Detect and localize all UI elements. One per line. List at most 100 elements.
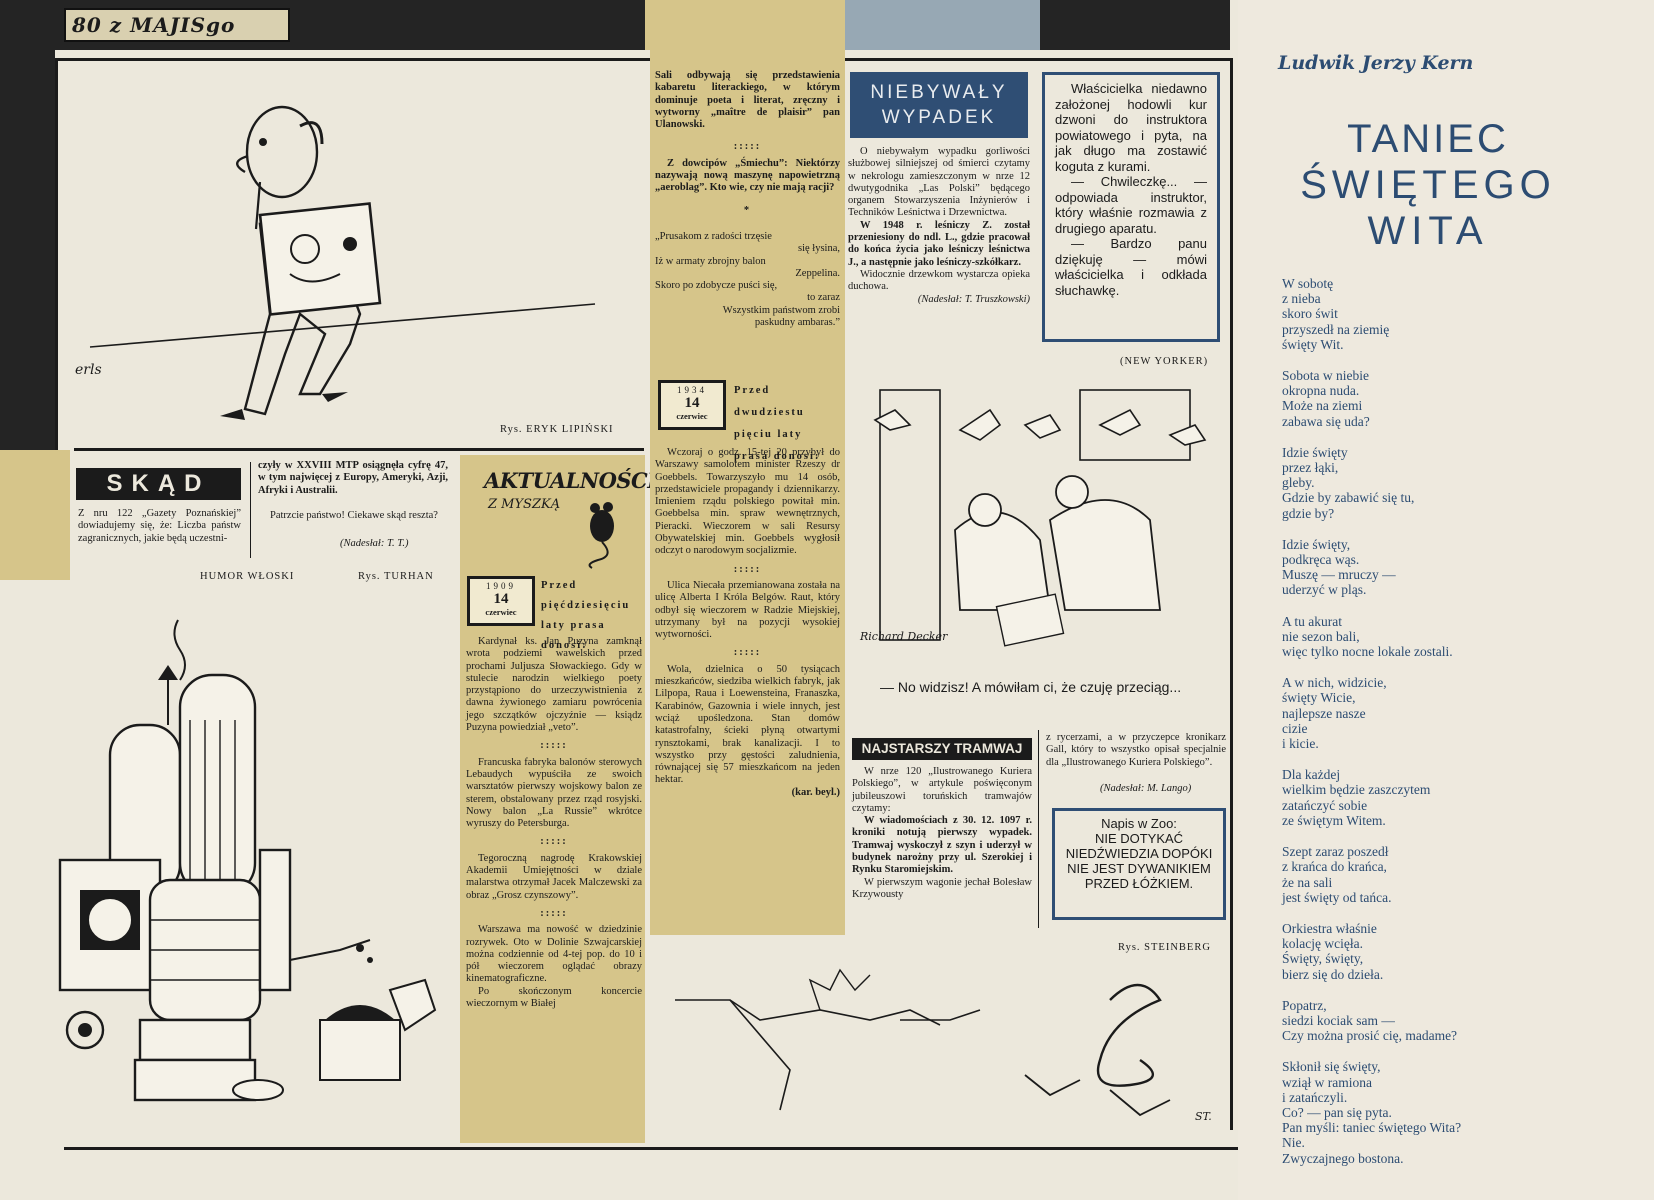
skad-col1: Z nru 122 „Gazety Poznańskiej” dowiaduje… — [78, 508, 241, 544]
niebywaly-title-2: WYPADEK — [881, 107, 997, 128]
poem-line: Co? — pan się pyta. — [1282, 1104, 1392, 1120]
poem-line: bierz się do dzieła. — [1282, 966, 1384, 982]
poem-line: Popatrz, — [1282, 997, 1327, 1013]
date-box-1934: 1934 14 czerwiec — [658, 380, 726, 430]
wlascicielka-box: Właścicielka niedawno założonej hodowli … — [1042, 72, 1220, 342]
poem-line: W sobotę — [1282, 276, 1334, 291]
col3-poem-line: się łysina, — [798, 243, 840, 255]
date1-month: czerwiec — [485, 607, 517, 617]
skad-credit: (Nadesłał: T. T.) — [340, 538, 409, 549]
poem-line: że na sali — [1282, 874, 1333, 890]
col3-sep2: ::::: — [733, 563, 762, 575]
cartoon1-bottom-line — [74, 448, 644, 451]
tramwaj-p2: W wiadomościach z 30. 12. 1097 r. kronik… — [852, 815, 1032, 876]
left-dark-strip — [0, 50, 55, 450]
poem-line: gleby. — [1282, 475, 1315, 491]
poem-stanza: Idzie święty,podkręca wąs.Muszę — mruczy… — [1282, 537, 1612, 598]
skad-col2a: czyły w XXVIII MTP osiągnęła cyfrę 47, w… — [258, 460, 448, 496]
akt-p3: Tegoroczną nagrodę Krakowskiej Akademii … — [466, 852, 642, 901]
poem-line: Sobota w niebie — [1282, 368, 1369, 384]
date2-year: 1934 — [677, 385, 707, 395]
frame-bottom-line — [64, 1147, 1238, 1150]
col3-poem-line: paskudny ambaras.” — [754, 317, 840, 329]
aktualnosci-subtitle: Z MYSZKĄ — [488, 497, 561, 512]
poem-line: Dla każdej — [1282, 767, 1341, 783]
col3-poem-line: Wszystkim państwom zrobi — [722, 304, 840, 316]
masthead-logo: 80 z MAJISgo — [64, 8, 290, 42]
poem-line: święty Wicie, — [1282, 690, 1356, 706]
skad-title: SKĄD — [76, 468, 241, 500]
poem-line: zabawa się uda? — [1282, 413, 1370, 429]
col3-text-lower: Wczoraj o godz. 15-tej 20 przybył do War… — [655, 447, 840, 799]
poem-line: wielkim będzie zaszczytem — [1282, 782, 1431, 798]
poem-line: podkręca wąs. — [1282, 552, 1360, 568]
poem-line: A w nich, widzicie, — [1282, 675, 1387, 691]
poem-title-1: TANIEC — [1347, 117, 1509, 161]
poem-line: Szept zaraz poszedł — [1282, 844, 1389, 860]
col3-intro2: Przed dwudziestu pięciu laty prasa donos… — [734, 385, 821, 462]
poem-title: TANIEC ŚWIĘTEGO WITA — [1278, 116, 1578, 254]
aktualnosci-title: AKTUALNOŚCI — [484, 468, 657, 493]
poem-title-3: WITA — [1367, 209, 1489, 253]
col3-p3: Wczoraj o godz. 15-tej 20 przybył do War… — [655, 447, 840, 557]
poem-line: przyszedł na ziemię — [1282, 321, 1390, 337]
aktualnosci-intro1: Przed pięćdziesięciu laty prasa donosi: — [541, 580, 631, 651]
humor-label: HUMOR WŁOSKI — [200, 571, 295, 582]
ducks-signature: Richard Decker — [859, 630, 948, 643]
col3-sep1: ::::: — [733, 141, 762, 153]
poem-line: Nie. — [1282, 1135, 1305, 1151]
col3-p1: Sali odbywają się przedstawienia kabaret… — [655, 70, 840, 131]
date2-month: czerwiec — [676, 411, 708, 421]
akt-p1: Kardynał ks. Jan Puzyna zamknął wrota po… — [466, 636, 642, 734]
poem-title-2: ŚWIĘTEGO — [1300, 163, 1556, 207]
right-page — [1238, 0, 1654, 1200]
poem-line: nie sezon bali, — [1282, 628, 1360, 644]
frame-top-line — [55, 58, 1233, 61]
poem-line: kolację wcięła. — [1282, 936, 1363, 952]
top-bar-dark-right — [1040, 0, 1230, 50]
col3-star: * — [743, 204, 752, 216]
col3-sep3: ::::: — [733, 647, 762, 659]
humor-credit: Rys. TURHAN — [358, 571, 434, 582]
steinberg-credit: Rys. STEINBERG — [1118, 942, 1211, 953]
zoo-box: Napis w Zoo: NIE DOTYKAĆ NIEDŹWIEDZIA DO… — [1052, 808, 1226, 920]
poem-line: ze świętym Witem. — [1282, 812, 1386, 828]
niebywaly-credit: (Nadesłał: T. Truszkowski) — [917, 293, 1030, 305]
top-bar-yellow — [645, 0, 845, 50]
niebywaly-p2: W 1948 r. leśniczy Z. został przeniesion… — [848, 219, 1030, 268]
poem-line: i zatańczyli. — [1282, 1089, 1348, 1105]
poem-line: Idzie święty, — [1282, 536, 1351, 552]
frame-right-line — [1230, 58, 1233, 1130]
ducks-cartoon: Richard Decker — [859, 389, 1207, 647]
tramwaj-title: NAJSTARSZY TRAMWAJ — [852, 738, 1032, 760]
wlascicielka-source: (NEW YORKER) — [1120, 356, 1209, 367]
col3-text: Sali odbywają się przedstawienia kabaret… — [655, 70, 840, 329]
poem-line: Skłonił się święty, — [1282, 1059, 1381, 1075]
wlascicielka-text: Właścicielka niedawno założonej hodowli … — [1055, 81, 1207, 174]
col3-p2: Z dowcipów „Śmiechu”: Niektórzy nazywają… — [655, 157, 840, 194]
col3-credit: (kar. beyl.) — [791, 786, 840, 798]
top-bar-blue — [845, 0, 1040, 50]
tramwaj-divider — [1038, 730, 1039, 928]
date2-day: 14 — [684, 395, 700, 411]
niebywaly-p1: O niebywałym wypadku gorliwości służbowe… — [848, 146, 1030, 219]
wlascicielka-p3: — Bardzo panu dziękuję — mówi właściciel… — [1055, 236, 1207, 298]
poem-line: Święty, święty, — [1282, 951, 1364, 967]
col3-panel — [650, 50, 845, 935]
poem-stanza: A w nich, widzicie,święty Wicie,najlepsz… — [1282, 675, 1612, 751]
akt-sep3: ::::: — [540, 907, 568, 919]
poem-line: Zwyczajnego bostona. — [1282, 1150, 1404, 1166]
poem-line: skoro świt — [1282, 306, 1338, 322]
wlascicielka-p2: — Chwileczkę... — odpowiada instruktor, … — [1055, 174, 1207, 236]
aktualnosci-panel — [460, 455, 645, 1143]
poem-line: okropna nuda. — [1282, 383, 1360, 399]
poem-line: Muszę — mruczy — — [1282, 567, 1396, 583]
col3-poem-line: Zeppelina. — [795, 267, 840, 279]
poem-line: Idzie święty — [1282, 444, 1348, 460]
poem-line: uderzyć w pląs. — [1282, 582, 1367, 598]
